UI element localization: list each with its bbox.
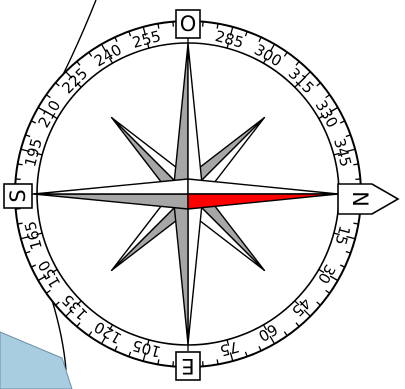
cardinal-west-box: O — [176, 10, 200, 38]
water-area — [0, 332, 72, 389]
cardinal-north-box: N — [338, 184, 398, 214]
degree-tick — [353, 223, 358, 224]
cardinal-south-label: S — [6, 189, 30, 202]
cardinal-north-label: N — [348, 191, 372, 207]
degree-tick — [217, 359, 218, 364]
cardinal-south-box: S — [4, 184, 32, 208]
cardinal-east-label: E — [181, 354, 194, 378]
cardinal-west-label: O — [180, 12, 197, 36]
cardinal-east-box: E — [176, 352, 200, 380]
